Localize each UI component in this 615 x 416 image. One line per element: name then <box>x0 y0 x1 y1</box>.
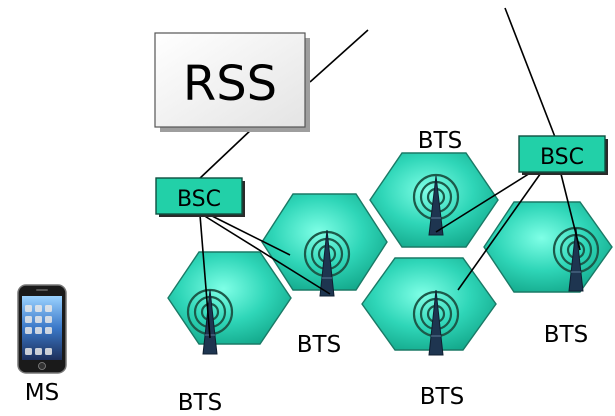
link-line <box>199 214 211 339</box>
uplink-lines <box>197 7 556 181</box>
link-line <box>209 214 291 256</box>
rss-uplink-line <box>309 29 369 83</box>
bsc-label: BSC <box>177 187 221 212</box>
bts-label: BTS <box>297 332 341 358</box>
bsc-label: BSC <box>540 145 584 170</box>
bts-labels: BTS BTS BTS BTS BTS <box>178 128 588 416</box>
cell-hexagon <box>361 257 497 351</box>
bsc-node-right: BSC <box>518 135 608 175</box>
bsc-bts-links <box>199 169 581 339</box>
bts-tower-icon <box>568 227 584 292</box>
bts-label: BTS <box>544 322 588 348</box>
cell-hexagon <box>483 201 613 293</box>
rss-label: RSS <box>183 56 277 112</box>
bsc-node-left: BSC <box>155 177 245 217</box>
link-line <box>457 169 544 291</box>
bts-tower-icon <box>428 175 444 236</box>
cell-hexagon <box>261 193 388 291</box>
mobile-phone-icon <box>17 284 67 374</box>
ms-label: MS <box>25 380 59 406</box>
cell-hexagon <box>167 251 292 345</box>
bsc-right-uplink-line <box>504 7 556 138</box>
bts-label: BTS <box>178 390 222 416</box>
rss-to-bsc-line <box>197 127 254 181</box>
rss-node: RSS <box>154 32 310 132</box>
bts-label: BTS <box>420 384 464 410</box>
bts-tower-icon <box>428 289 444 356</box>
link-line <box>435 169 536 233</box>
towers <box>202 175 584 356</box>
bts-label: BTS <box>418 128 462 154</box>
link-line <box>559 169 581 251</box>
bts-tower-icon <box>319 229 335 297</box>
link-line <box>202 214 331 295</box>
